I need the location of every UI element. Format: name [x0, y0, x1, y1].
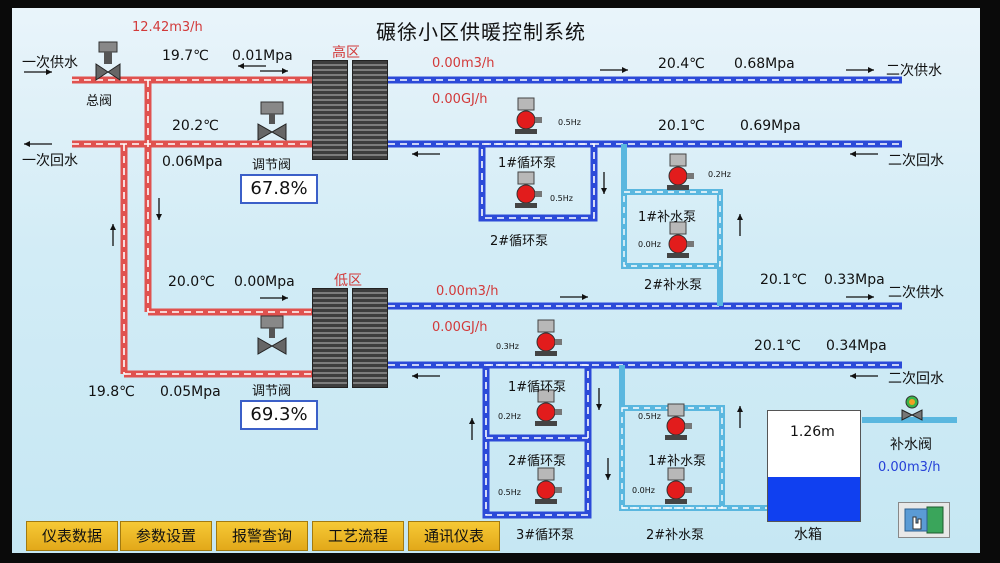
low-valve-label: 调节阀: [252, 384, 292, 399]
makeup-flow: 0.00m3/h: [878, 460, 941, 475]
low-pump1-hz: 0.3Hz: [496, 342, 519, 351]
low-return-sec-pressure: 0.34Mpa: [826, 338, 887, 354]
high-pump1-hz: 0.5Hz: [558, 118, 581, 127]
low-makeup1-label[interactable]: 1#补水泵: [648, 454, 707, 469]
primary-supply-label: 一次供水: [22, 55, 78, 71]
low-supply-sec-temp: 20.1℃: [760, 272, 807, 288]
high-sec-supply-label: 二次供水: [886, 63, 942, 79]
low-sec-supply-label: 二次供水: [888, 285, 944, 301]
makeup-valve-label: 补水阀: [890, 437, 932, 453]
heat-exchanger-high-b: [352, 60, 388, 160]
low-supply-sec-pressure: 0.33Mpa: [824, 272, 885, 288]
water-level-fill: [768, 477, 860, 521]
low-sec-return-label: 二次回水: [888, 371, 944, 387]
pipe-network: [23, 41, 957, 519]
high-return-sec-temp: 20.1℃: [658, 118, 705, 134]
high-makeup1-label[interactable]: 1#补水泵: [638, 210, 697, 225]
high-pump1-label[interactable]: 1#循环泵: [498, 156, 557, 171]
heat-exchanger-low-a: [312, 288, 348, 388]
low-supply-temp: 20.0℃: [168, 274, 215, 290]
primary-return-label: 一次回水: [22, 153, 78, 169]
high-heat: 0.00GJ/h: [432, 92, 488, 107]
high-valve-opening[interactable]: 67.8%: [240, 174, 318, 204]
high-return-sec-pressure: 0.69Mpa: [740, 118, 801, 134]
low-makeup1-hz: 0.5Hz: [638, 412, 661, 421]
heat-exchanger-high-a: [312, 60, 348, 160]
low-return-pressure: 0.05Mpa: [160, 384, 221, 400]
low-makeup2-hz: 0.0Hz: [632, 486, 655, 495]
total-flow: 12.42m3/h: [132, 20, 203, 35]
water-tank: [767, 410, 861, 522]
primary-supply-temp: 19.7℃: [162, 48, 209, 64]
high-supply-pressure: 0.68Mpa: [734, 56, 795, 72]
low-pump2-label[interactable]: 2#循环泵: [508, 454, 567, 469]
primary-supply-pressure: 0.01Mpa: [232, 48, 293, 64]
low-zone-label: 低区: [334, 273, 362, 289]
low-return-temp: 19.8℃: [88, 384, 135, 400]
high-makeup1-hz: 0.2Hz: [708, 170, 731, 179]
high-pump2-hz: 0.5Hz: [550, 194, 573, 203]
low-pump1-label[interactable]: 1#循环泵: [508, 380, 567, 395]
low-heat: 0.00GJ/h: [432, 320, 488, 335]
high-flow: 0.00m3/h: [432, 56, 495, 71]
nav-process-flow[interactable]: 工艺流程: [312, 521, 404, 551]
high-sec-return-label: 二次回水: [888, 153, 944, 169]
low-return-sec-temp: 20.1℃: [754, 338, 801, 354]
low-pump3-hz: 0.5Hz: [498, 488, 521, 497]
high-return-temp: 20.2℃: [172, 118, 219, 134]
nav-comm-instruments[interactable]: 通讯仪表: [408, 521, 500, 551]
main-valve-label: 总阀: [86, 94, 113, 109]
low-pump2-hz: 0.2Hz: [498, 412, 521, 421]
hand-door-icon: [904, 506, 944, 534]
low-valve-opening[interactable]: 69.3%: [240, 400, 318, 430]
high-zone-label: 高区: [332, 45, 360, 61]
low-pump3-label[interactable]: 3#循环泵: [516, 528, 575, 543]
low-supply-pressure: 0.00Mpa: [234, 274, 295, 290]
low-makeup2-label[interactable]: 2#补水泵: [646, 528, 705, 543]
high-makeup2-label[interactable]: 2#补水泵: [644, 278, 703, 293]
high-valve-label: 调节阀: [252, 158, 292, 173]
nav-parameter-settings[interactable]: 参数设置: [120, 521, 212, 551]
nav-alarm-query[interactable]: 报警查询: [216, 521, 308, 551]
nav-instrument-data[interactable]: 仪表数据: [26, 521, 118, 551]
low-flow: 0.00m3/h: [436, 284, 499, 299]
heat-exchanger-low-b: [352, 288, 388, 388]
exit-button[interactable]: [898, 502, 950, 538]
high-pump2-label[interactable]: 2#循环泵: [490, 234, 549, 249]
tank-level: 1.26m: [790, 424, 835, 440]
tank-label: 水箱: [794, 527, 822, 543]
high-supply-temp: 20.4℃: [658, 56, 705, 72]
high-return-pressure: 0.06Mpa: [162, 154, 223, 170]
page-title: 碾徐小区供暖控制系统: [376, 20, 586, 44]
high-makeup2-hz: 0.0Hz: [638, 240, 661, 249]
hmi-screen: 碾徐小区供暖控制系统 12.42m3/h 一次供水 一次回水 总阀 19.7℃ …: [12, 8, 980, 553]
